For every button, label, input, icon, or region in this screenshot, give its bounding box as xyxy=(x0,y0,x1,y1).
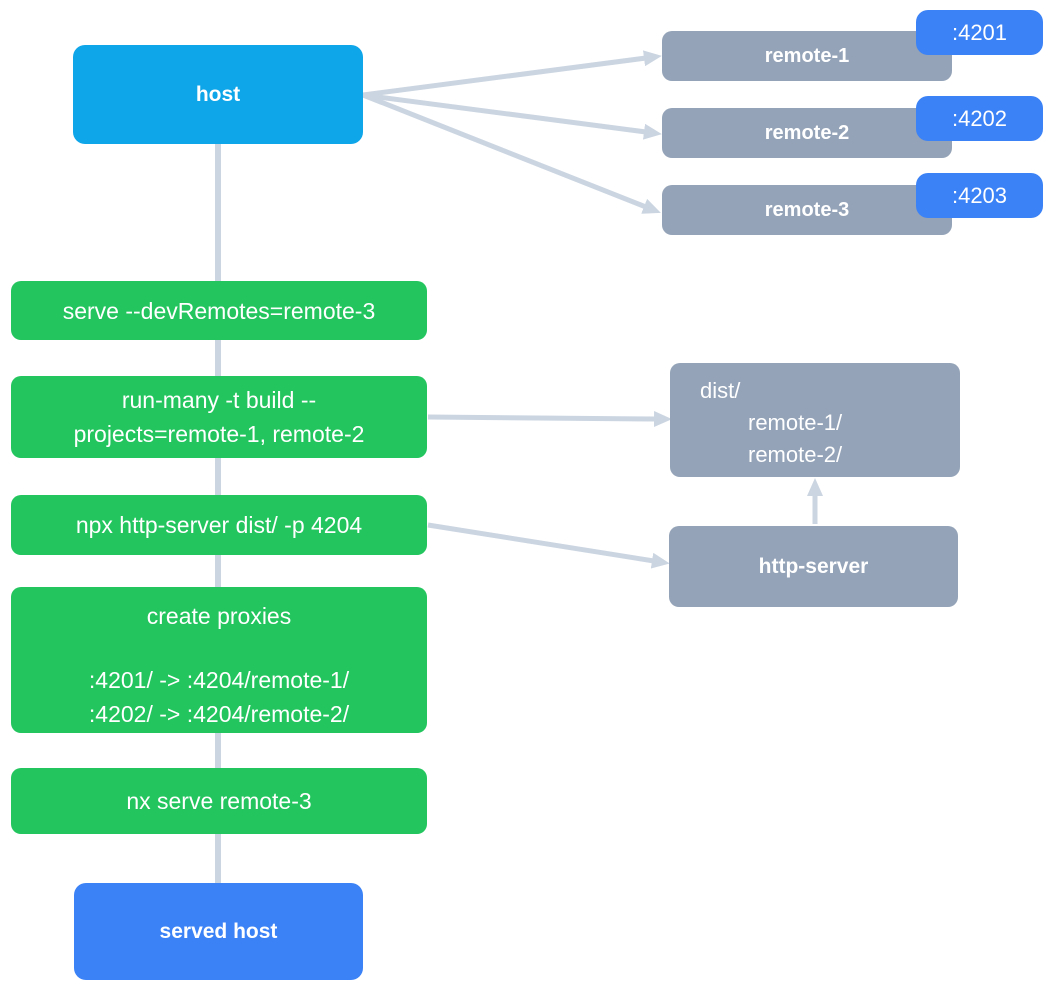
step-run-many-build: run-many -t build -- projects=remote-1, … xyxy=(11,376,427,458)
step-nx-serve-remote-3: nx serve remote-3 xyxy=(11,768,427,834)
node-host: host xyxy=(73,45,363,144)
dist-folder-root: dist/ xyxy=(700,378,741,403)
dist-folder-remote-1: remote-1/ xyxy=(748,410,843,435)
step-run-many-build-line-1: run-many -t build -- xyxy=(121,387,317,413)
edge-host-remote-3 xyxy=(362,92,661,214)
node-remote-3: remote-3 xyxy=(662,185,952,235)
step-create-proxies-title: create proxies xyxy=(146,603,292,629)
node-dist-folder: dist/ remote-1/ remote-2/ xyxy=(670,363,960,477)
step-serve-devremotes-label: serve --devRemotes=remote-3 xyxy=(62,297,376,324)
edge-host-remote-1 xyxy=(362,50,662,98)
node-remote-1: remote-1 xyxy=(662,31,952,81)
step-create-proxies: create proxies :4201/ -> :4204/remote-1/… xyxy=(11,587,427,733)
node-remote-2: remote-2 xyxy=(662,108,952,158)
node-http-server-label: http-server xyxy=(758,554,869,578)
node-served-host: served host xyxy=(74,883,363,980)
node-remote-1-label: remote-1 xyxy=(764,44,850,67)
dist-folder-remote-2: remote-2/ xyxy=(748,442,843,467)
edge-build-dist xyxy=(427,410,672,427)
step-create-proxies-rule-1: :4201/ -> :4204/remote-1/ xyxy=(88,667,350,693)
port-badge-4201: :4201 xyxy=(916,10,1043,55)
port-badge-4201-label: :4201 xyxy=(951,19,1008,45)
node-remote-3-label: remote-3 xyxy=(764,198,850,221)
port-badge-4202-label: :4202 xyxy=(951,105,1008,131)
step-npx-http-server-label: npx http-server dist/ -p 4204 xyxy=(75,512,363,538)
node-http-server: http-server xyxy=(669,526,958,607)
step-serve-devremotes: serve --devRemotes=remote-3 xyxy=(11,281,427,340)
node-remote-2-label: remote-2 xyxy=(764,121,850,144)
step-create-proxies-rule-2: :4202/ -> :4204/remote-2/ xyxy=(88,701,350,727)
port-badge-4203: :4203 xyxy=(916,173,1043,218)
port-badge-4203-label: :4203 xyxy=(951,182,1008,208)
node-host-label: host xyxy=(195,82,241,106)
step-nx-serve-remote-3-label: nx serve remote-3 xyxy=(126,788,312,814)
edge-npx-httpserver xyxy=(427,522,670,569)
port-badge-4202: :4202 xyxy=(916,96,1043,141)
node-served-host-label: served host xyxy=(159,919,278,943)
edge-host-remote-2 xyxy=(362,92,662,140)
step-run-many-build-line-2: projects=remote-1, remote-2 xyxy=(73,421,365,447)
step-npx-http-server: npx http-server dist/ -p 4204 xyxy=(11,495,427,555)
